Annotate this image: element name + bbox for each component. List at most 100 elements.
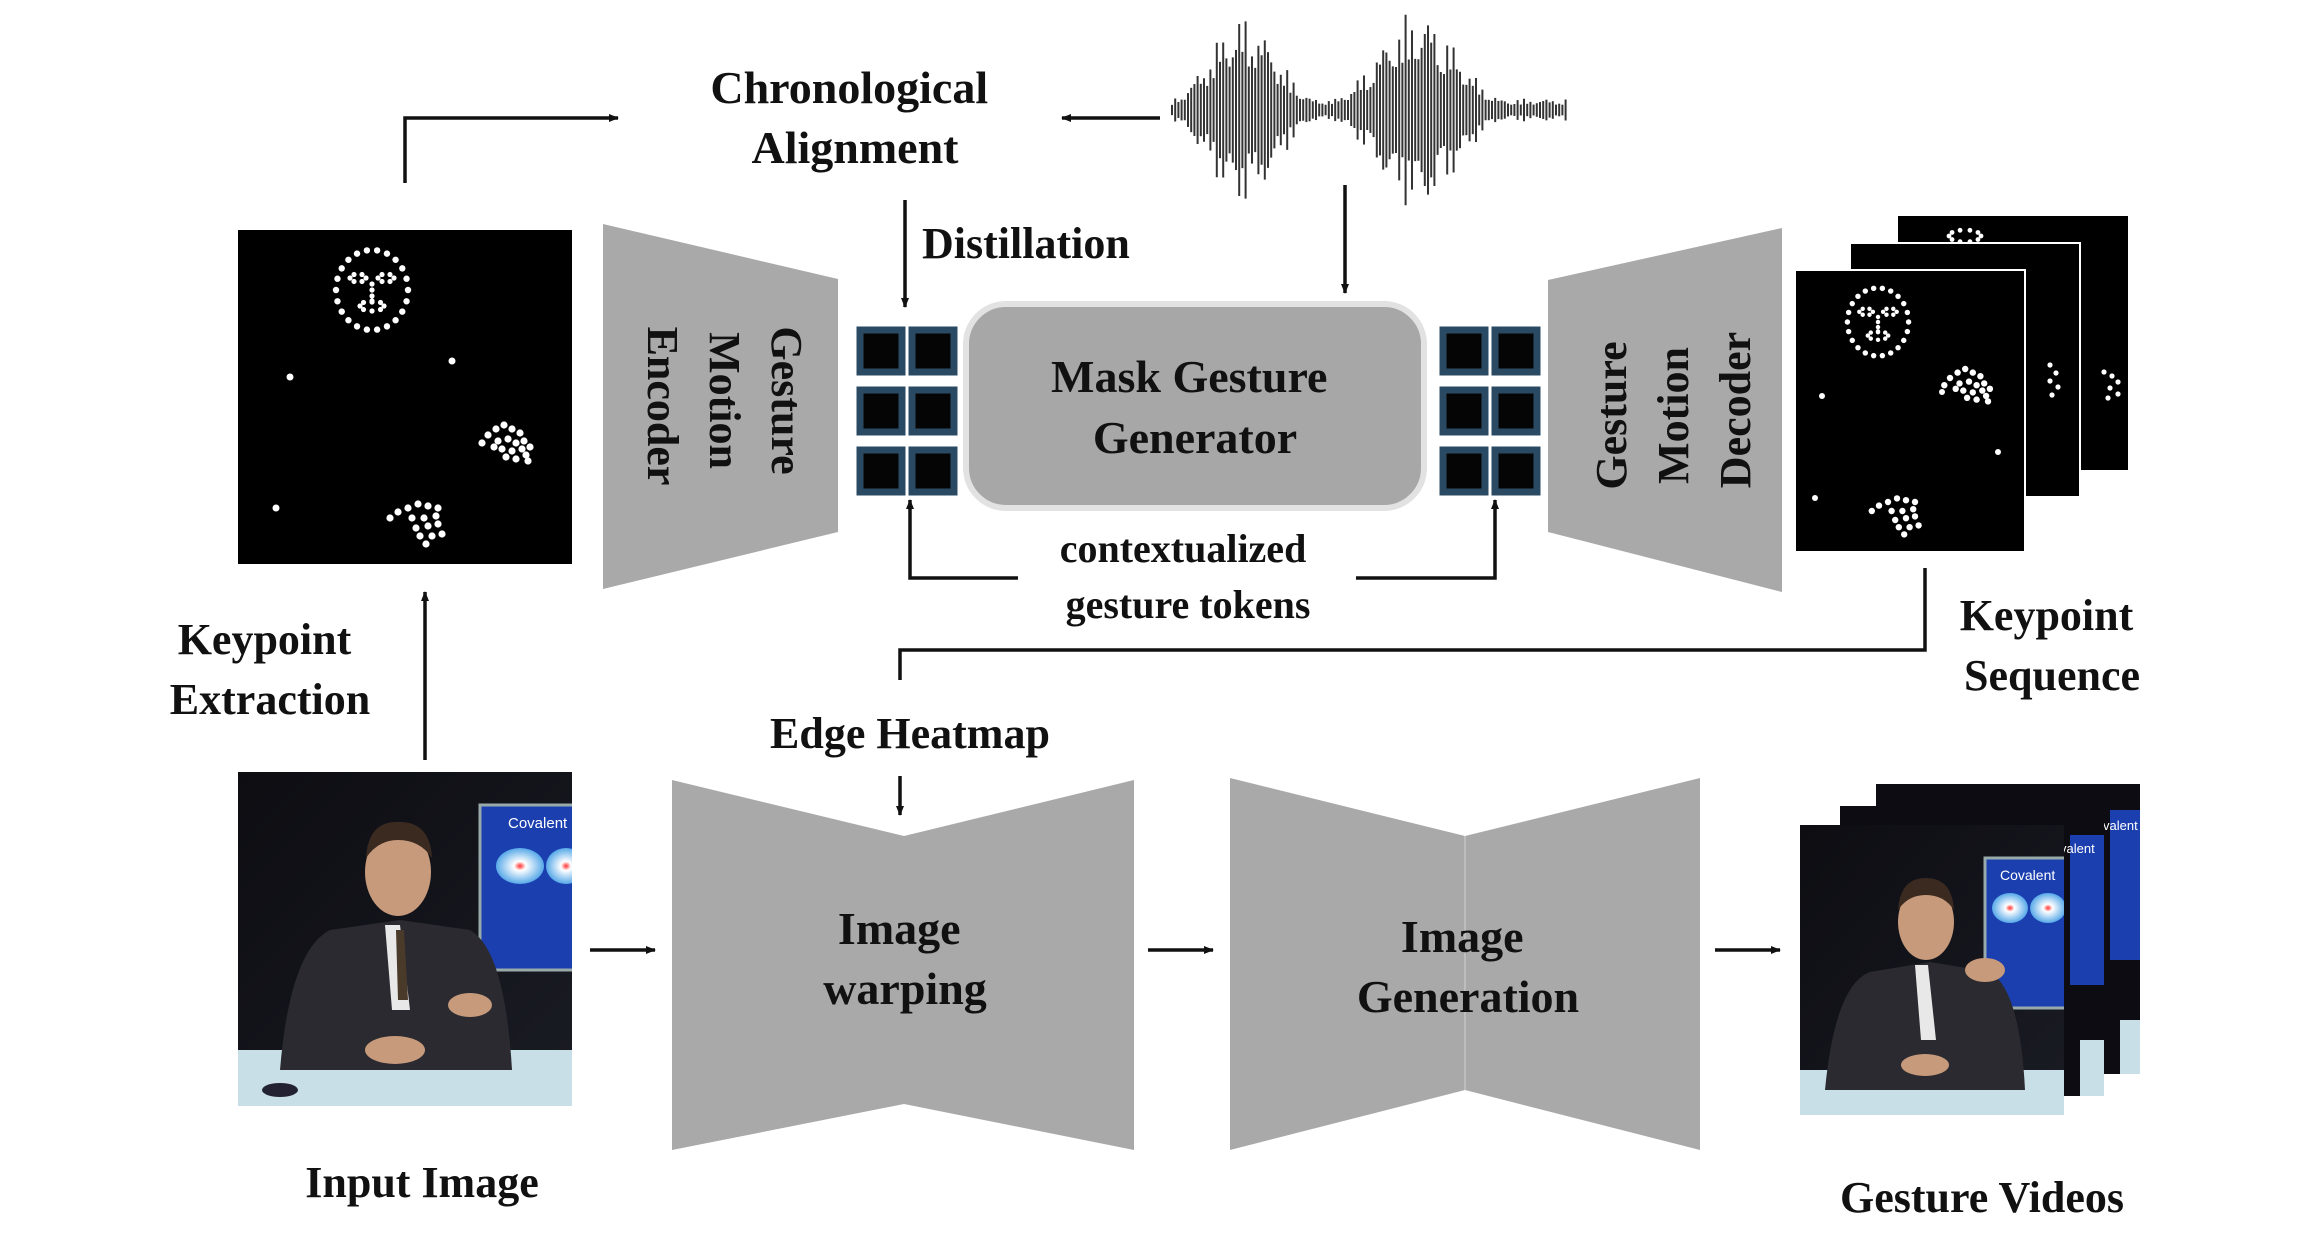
keypoint [1962,365,1969,373]
keypoint [512,455,520,463]
keypoint [1975,230,1981,235]
keypoint [399,308,406,315]
image-generation-label: Image Generation [1357,911,1579,1022]
keypoint [432,512,440,520]
keypoint [1979,387,1986,394]
keypoint [1904,328,1911,335]
keypoint [438,530,446,538]
gesture-token [1491,386,1541,436]
gesture-token-grid-left [856,326,958,496]
keypoint [504,435,512,443]
keypoint [369,293,375,299]
keypoint [1902,515,1910,522]
chronological-alignment-label: Chronological Alignment [710,62,999,173]
keypoint [408,514,416,522]
keypoint [377,306,384,313]
keypoint [2109,373,2115,379]
keypoint [494,437,502,445]
keypoint [1883,330,1888,335]
keypoint [1885,333,1891,338]
keypoint [490,443,498,451]
keypoint [1884,312,1889,317]
keypoint [360,306,367,313]
keypoint [394,508,402,516]
keypoint [1879,285,1886,292]
keypoint [1891,306,1896,312]
keypoint [434,504,442,512]
arrow-keypoint-to-alignment [403,114,619,183]
input-image-label: Input Image [305,1158,539,1207]
keypoint [353,323,361,330]
keypoint [2047,362,2053,368]
mask-gesture-generator-box [963,301,1427,511]
keypoint [1978,233,1984,239]
keypoint [403,298,410,305]
keypoint [516,429,524,437]
keypoint [1875,324,1881,330]
keypoint [484,431,492,439]
keypoint [1875,329,1881,335]
keypoint [1973,382,1980,389]
keypoint [1887,350,1894,356]
keypoint [1879,352,1886,359]
keypoint [1901,300,1907,307]
keypoint [1939,389,1945,395]
keypoint [392,256,399,263]
gesture-token-grid-right [1439,326,1541,496]
keypoint [424,522,432,530]
keypoint [1902,497,1910,504]
keypoint [1963,394,1971,401]
keypoint [500,421,508,429]
gesture-token [1439,326,1489,376]
keypoint [1870,285,1877,292]
frame2-slide-title: valent [2060,841,2095,856]
keypoint [332,286,340,294]
keypoint [1860,306,1865,312]
keypoint [386,514,394,522]
keypoint [392,317,399,324]
gesture-token [1439,446,1489,496]
keypoint [492,425,500,433]
keypoint [334,298,341,305]
keypoint [383,250,391,257]
gesture-token [1491,326,1541,376]
keypoint-extraction-label: Keypoint Extraction [170,615,370,724]
keypoint-sequence-stack [1794,216,2128,553]
keypoint [1891,312,1896,317]
keypoint [2049,392,2055,398]
gesture-token [856,386,906,436]
keypoint [1981,380,1988,387]
keypoint [1892,516,1899,524]
gesture-motion-encoder [603,224,838,589]
keypoint [377,299,384,306]
keypoint [424,502,432,510]
keypoint [1949,230,1955,235]
keypoint [1865,333,1871,338]
keypoint [1875,314,1881,320]
keypoint [391,275,397,281]
gesture-token [1491,446,1541,496]
keypoint [373,247,381,254]
keypoint [369,287,375,293]
keypoint [1967,227,1973,233]
keypoint [1984,398,1992,405]
edge-heatmap-label: Edge Heatmap [770,709,1050,758]
arrow-tokens-left [906,499,1018,580]
gesture-token [856,446,906,496]
contextualized-gesture-tokens-label: contextualized gesture tokens [1060,526,1317,627]
keypoint [1895,293,1901,300]
keypoint [381,303,387,309]
keypoint [526,443,534,451]
keypoint [2107,385,2113,391]
keypoint [414,500,422,508]
keypoint [1857,309,1862,315]
keypoint [1870,309,1876,315]
gesture-token [856,326,906,376]
keypoint [1956,380,1963,387]
keypoint [1868,330,1873,335]
keypoint [375,275,381,281]
keypoint [1819,393,1825,399]
keypoint [1954,369,1961,376]
keypoint [1855,293,1861,300]
keypoint [1844,319,1851,325]
